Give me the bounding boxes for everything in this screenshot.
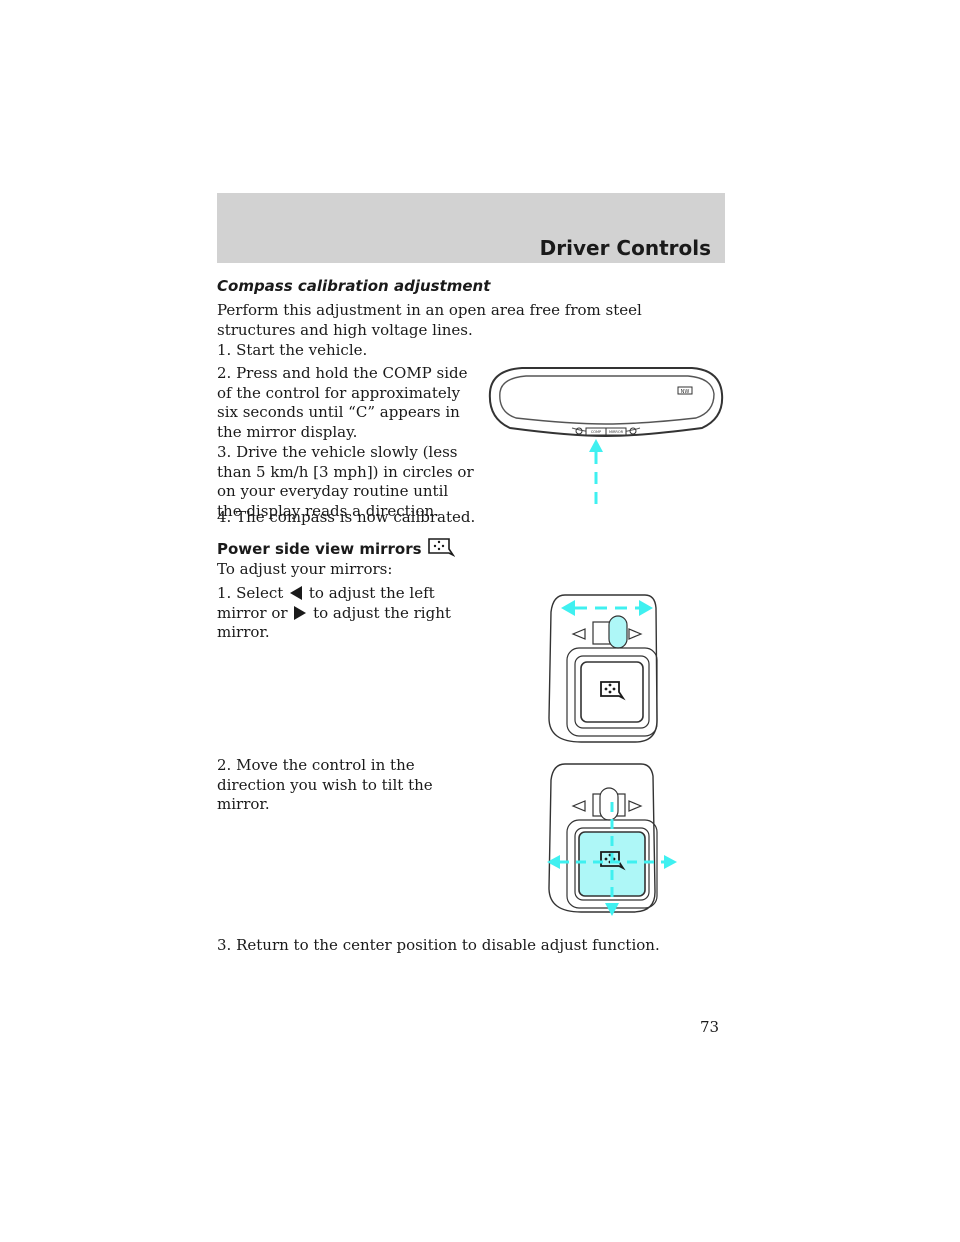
compass-heading: Compass calibration adjustment [217, 277, 491, 295]
left-arrow-head [547, 855, 560, 869]
down-arrow-head [605, 903, 619, 916]
arrow-head [589, 439, 603, 452]
mirror-display [677, 386, 693, 395]
right-triangle-icon [294, 605, 307, 620]
right-arrow-head [639, 600, 653, 616]
compass-step-1: 1. Start the vehicle. [217, 341, 368, 359]
compass-step-3: 3. Drive the vehicle slowly (less than 5… [217, 443, 474, 520]
power-mirrors-intro: To adjust your mirrors: [217, 560, 393, 578]
compass-intro: Perform this adjustment in an open area … [217, 301, 642, 339]
mirror-display-text: NW [681, 389, 690, 395]
mirror-tilt-switch-illustration [547, 763, 677, 916]
power-mirrors-step-2: 2. Move the control in the direction you… [217, 756, 433, 813]
comp-button-label: COMP [591, 430, 601, 434]
power-mirrors-step-1: 1. Select to adjust the left mirror or t… [217, 584, 467, 643]
mirror-button-label: MIRROR [609, 430, 624, 434]
header-band [217, 193, 725, 263]
select-knob [608, 615, 628, 649]
compass-step-4: 4. The compass is now calibrated. [217, 508, 476, 526]
mirror-adjust-icon [427, 538, 455, 557]
power-mirrors-heading-text: Power side view mirrors [217, 540, 422, 558]
compass-step-2: 2. Press and hold the COMP side of the c… [217, 364, 468, 441]
page-number: 73 [700, 1018, 720, 1036]
section-title: Driver Controls [539, 236, 711, 260]
step1-part-b: to adjust the left mirror or [217, 584, 435, 622]
rearview-mirror-illustration: NW COMP MIRROR [488, 367, 724, 507]
left-arrow-head [561, 600, 575, 616]
power-mirrors-heading: Power side view mirrors [217, 537, 455, 558]
power-mirrors-step-3: 3. Return to the center position to disa… [217, 936, 660, 954]
step1-part-a: 1. Select [217, 584, 284, 602]
right-arrow-head [664, 855, 677, 869]
mirror-select-switch-illustration [548, 594, 658, 743]
mirror-button [605, 427, 627, 436]
step1-part-c: to adjust the right mirror. [217, 603, 451, 642]
left-triangle-icon [290, 586, 303, 600]
